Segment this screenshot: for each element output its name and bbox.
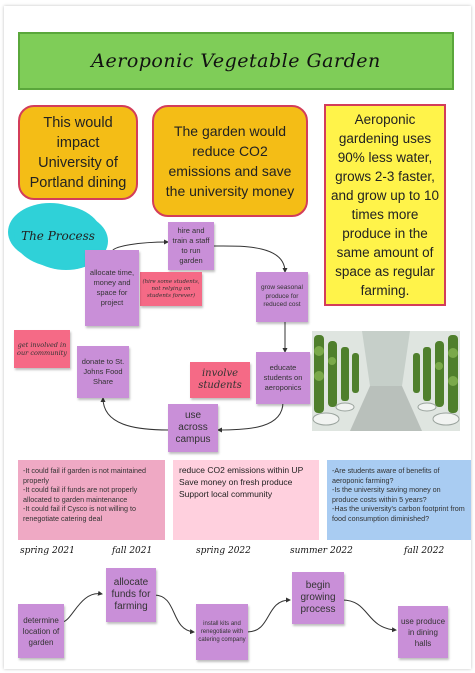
cycle-educate: educate students on aeroponics: [256, 352, 310, 404]
co2-text: The garden would reduce CO2 emissions an…: [165, 123, 295, 199]
cycle-hire-text: hire and train a staff to run garden: [172, 226, 210, 265]
cycle-educate-text: educate students on aeroponics: [263, 363, 303, 392]
note-community-text: get involved in our community: [17, 340, 67, 358]
garden-photo-drawing: [312, 331, 460, 431]
step-dining-text: use produce in dining halls: [400, 616, 446, 648]
step-install-text: install kits and renegotiate with cateri…: [198, 621, 246, 643]
cycle-use: use across campus: [168, 404, 218, 452]
timeline-label-spring-2021: spring 2021: [20, 546, 75, 556]
note-staff: (hire some students, not relying on stud…: [140, 272, 202, 306]
title-banner: Aeroponic Vegetable Garden: [18, 32, 454, 90]
cycle-use-text: use across campus: [175, 410, 211, 445]
timeline-label-spring-2022: spring 2022: [196, 546, 251, 556]
note-staff-text: (hire some students, not relying on stud…: [142, 278, 200, 299]
risks-text: -It could fail if garden is not maintain…: [23, 466, 147, 523]
impact-box: This would impact University of Portland…: [18, 105, 138, 200]
cycle-donate: donate to St. Johns Food Share: [77, 346, 129, 398]
step-determine: determine location of garden: [18, 604, 64, 658]
timeline-label-fall-2021: fall 2021: [112, 546, 153, 556]
questions-text: -Are students aware of benefits of aerop…: [332, 466, 465, 523]
co2-box: The garden would reduce CO2 emissions an…: [152, 105, 308, 217]
facts-box: Aeroponic gardening uses 90% less water,…: [324, 104, 446, 306]
step-dining: use produce in dining halls: [398, 606, 448, 658]
aeroponic-garden-photo: [312, 331, 460, 431]
cycle-grow-text: grow seasonal produce for reduced cost: [261, 284, 303, 309]
timeline-label-summer-2022: summer 2022: [290, 546, 353, 556]
cycle-donate-text: donate to St. Johns Food Share: [81, 357, 125, 386]
timeline-label-fall-2022: fall 2022: [404, 546, 445, 556]
cycle-hire: hire and train a staff to run garden: [168, 222, 214, 270]
note-involve: involve students: [190, 362, 250, 398]
goals-note: reduce CO2 emissions within UP Save mone…: [173, 460, 319, 540]
note-involve-text: involve students: [198, 368, 242, 391]
cycle-grow: grow seasonal produce for reduced cost: [256, 272, 308, 322]
step-begin: begin growing process: [292, 572, 344, 624]
questions-note: -Are students aware of benefits of aerop…: [327, 460, 471, 540]
cycle-allocate: allocate time, money and space for proje…: [85, 250, 139, 326]
note-community: get involved in our community: [14, 330, 70, 368]
facts-text: Aeroponic gardening uses 90% less water,…: [330, 112, 440, 298]
step-determine-text: determine location of garden: [22, 615, 60, 647]
cycle-allocate-text: allocate time, money and space for proje…: [89, 268, 135, 307]
risks-note: -It could fail if garden is not maintain…: [18, 460, 165, 540]
step-install: install kits and renegotiate with cateri…: [196, 604, 248, 660]
step-funds: allocate funds for farming: [106, 568, 156, 622]
step-begin-text: begin growing process: [300, 580, 336, 615]
page-title: Aeroponic Vegetable Garden: [91, 50, 381, 72]
step-funds-text: allocate funds for farming: [111, 577, 151, 612]
impact-text: This would impact University of Portland…: [29, 114, 127, 191]
process-label: The Process: [21, 229, 95, 243]
goals-text: reduce CO2 emissions within UP Save mone…: [179, 465, 304, 499]
